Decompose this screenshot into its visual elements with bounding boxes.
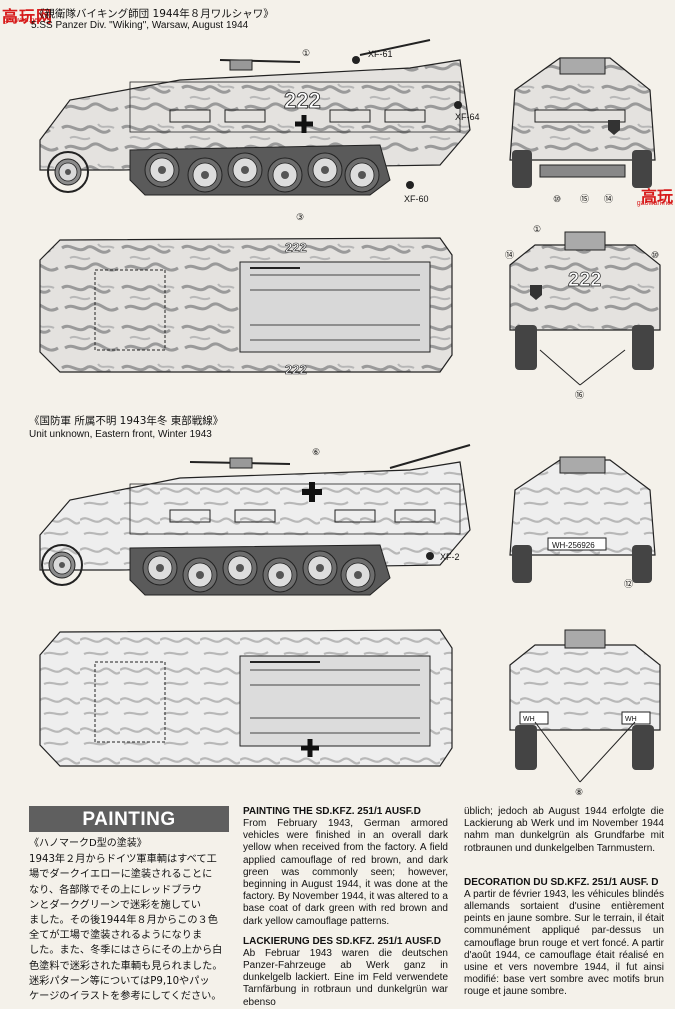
- side-number-222: 222: [284, 88, 321, 113]
- vehicle-drawings: 222 ① ③ XF-61 XF-64 XF-60 ⑩ ⑮ ⑭: [39, 39, 661, 797]
- scheme1-top-view: 222 222: [39, 237, 453, 377]
- scheme2-top-view: [39, 629, 453, 767]
- logo-glyph: 高玩网: [2, 7, 54, 26]
- scheme1-rear-view: 222: [509, 231, 661, 386]
- painting-text-en-de: PAINTING THE SD.KFZ. 251/1 AUSF.D From F…: [243, 806, 448, 1009]
- callout-xf60: XF-60: [404, 194, 429, 204]
- callout-10-rear: ⑩: [651, 250, 659, 260]
- scheme2-caption-en: Unit unknown, Eastern front, Winter 1943: [29, 429, 212, 440]
- callout-xf61: XF-61: [368, 49, 393, 59]
- callout-12: ⑫: [624, 579, 633, 589]
- painting-header-label: PAINTING: [82, 809, 176, 830]
- painting-text-ja: 《ハノマークD型の塗装》 1943年２月からドイツ軍車輌はすべて工 場でダークイ…: [29, 836, 234, 1004]
- callout-16: ⑯: [575, 390, 584, 400]
- ja-line: 1943年２月からドイツ軍車輌はすべて工: [29, 854, 217, 866]
- logo-url: gaowan.net: [4, 17, 41, 24]
- painting-en-title: PAINTING THE SD.KFZ. 251/1 AUSF.D: [243, 806, 421, 817]
- painting-de-body: Ab Februar 1943 waren die deutschen Panz…: [243, 947, 448, 1008]
- scheme2-side-view: [39, 444, 471, 596]
- top-number-222-b: 222: [285, 362, 307, 377]
- front-plate: WH-256926: [552, 541, 595, 550]
- ja-line: ンとダークグリーンで迷彩を施してい: [29, 899, 201, 911]
- painting-header: PAINTING: [29, 806, 229, 832]
- ja-line: 迷彩パターン等についてはP9,10やパッ: [29, 975, 210, 987]
- callout-xf64: XF-64: [455, 112, 480, 122]
- scheme2-rear-view: WH WH: [509, 629, 661, 783]
- ja-line: 全てが工場で塗装されるようになりま: [29, 930, 203, 942]
- painting-de-title: LACKIERUNG DES SD.KFZ. 251/1 AUSF.D: [243, 935, 441, 947]
- scheme1-caption-en: 5.SS Panzer Div. "Wiking", Warsaw, Augus…: [31, 20, 249, 31]
- scheme1-front-view: [509, 57, 656, 188]
- ja-line: ました。その後1944年８月からこの３色: [29, 915, 218, 927]
- painting-en-body: From February 1943, German armored vehic…: [243, 818, 448, 927]
- callout-xf2: XF-2: [440, 552, 460, 562]
- ja-line: 色塗料で迷彩された車輌も見られました。: [29, 960, 223, 972]
- callout-1: ①: [302, 48, 310, 58]
- site-logo: 高玩网 gaowan.net: [2, 3, 72, 26]
- painting-de-continued: üblich; jedoch ab August 1944 erfolgte d…: [464, 806, 664, 854]
- painting-ja-subtitle: 《ハノマークD型の塗装》: [29, 838, 147, 849]
- top-number-222: 222: [285, 240, 307, 255]
- painting-fr-body: A partir de février 1943, les véhicules …: [464, 888, 664, 998]
- callout-15: ⑮: [580, 194, 589, 204]
- callout-8: ⑧: [575, 787, 583, 797]
- scheme1-caption-ja: 《親衛隊バイキング師団 1944年８月ワルシャワ》: [34, 8, 274, 20]
- scheme2-front-view: WH-256926: [509, 456, 656, 583]
- ja-line: 場でダークイエローに塗装されることに: [29, 869, 213, 881]
- side-watermark-url: gaowan.net: [636, 200, 673, 207]
- scheme2-caption-ja: 《国防軍 所属不明 1943年冬 東部戦線》: [29, 415, 224, 427]
- rear-number-222: 222: [568, 269, 601, 291]
- ja-line: した。また、冬季にはさらにその上から白: [29, 945, 223, 957]
- callout-3: ③: [296, 212, 304, 222]
- callout-14-rear: ⑭: [505, 250, 514, 260]
- callout-1-rear: ①: [533, 224, 541, 234]
- scheme1-side-view: 222: [39, 39, 471, 196]
- callout-14: ⑭: [604, 194, 613, 204]
- painting-fr-title: DECORATION DU SD.KFZ. 251/1 AUSF. D: [464, 876, 659, 888]
- ja-line: ケージのイラストを参考にしてください。: [29, 991, 222, 1003]
- painting-text-de-fr: üblich; jedoch ab August 1944 erfolgte d…: [464, 806, 664, 999]
- callout-10: ⑩: [553, 194, 561, 204]
- rear-plate-right: WH: [625, 716, 637, 723]
- side-watermark: 高玩: [640, 187, 673, 206]
- ja-line: なり、各部隊でその上にレッドブラウ: [29, 884, 202, 896]
- callout-6: ⑥: [312, 447, 320, 457]
- rear-plate-left: WH: [523, 716, 535, 723]
